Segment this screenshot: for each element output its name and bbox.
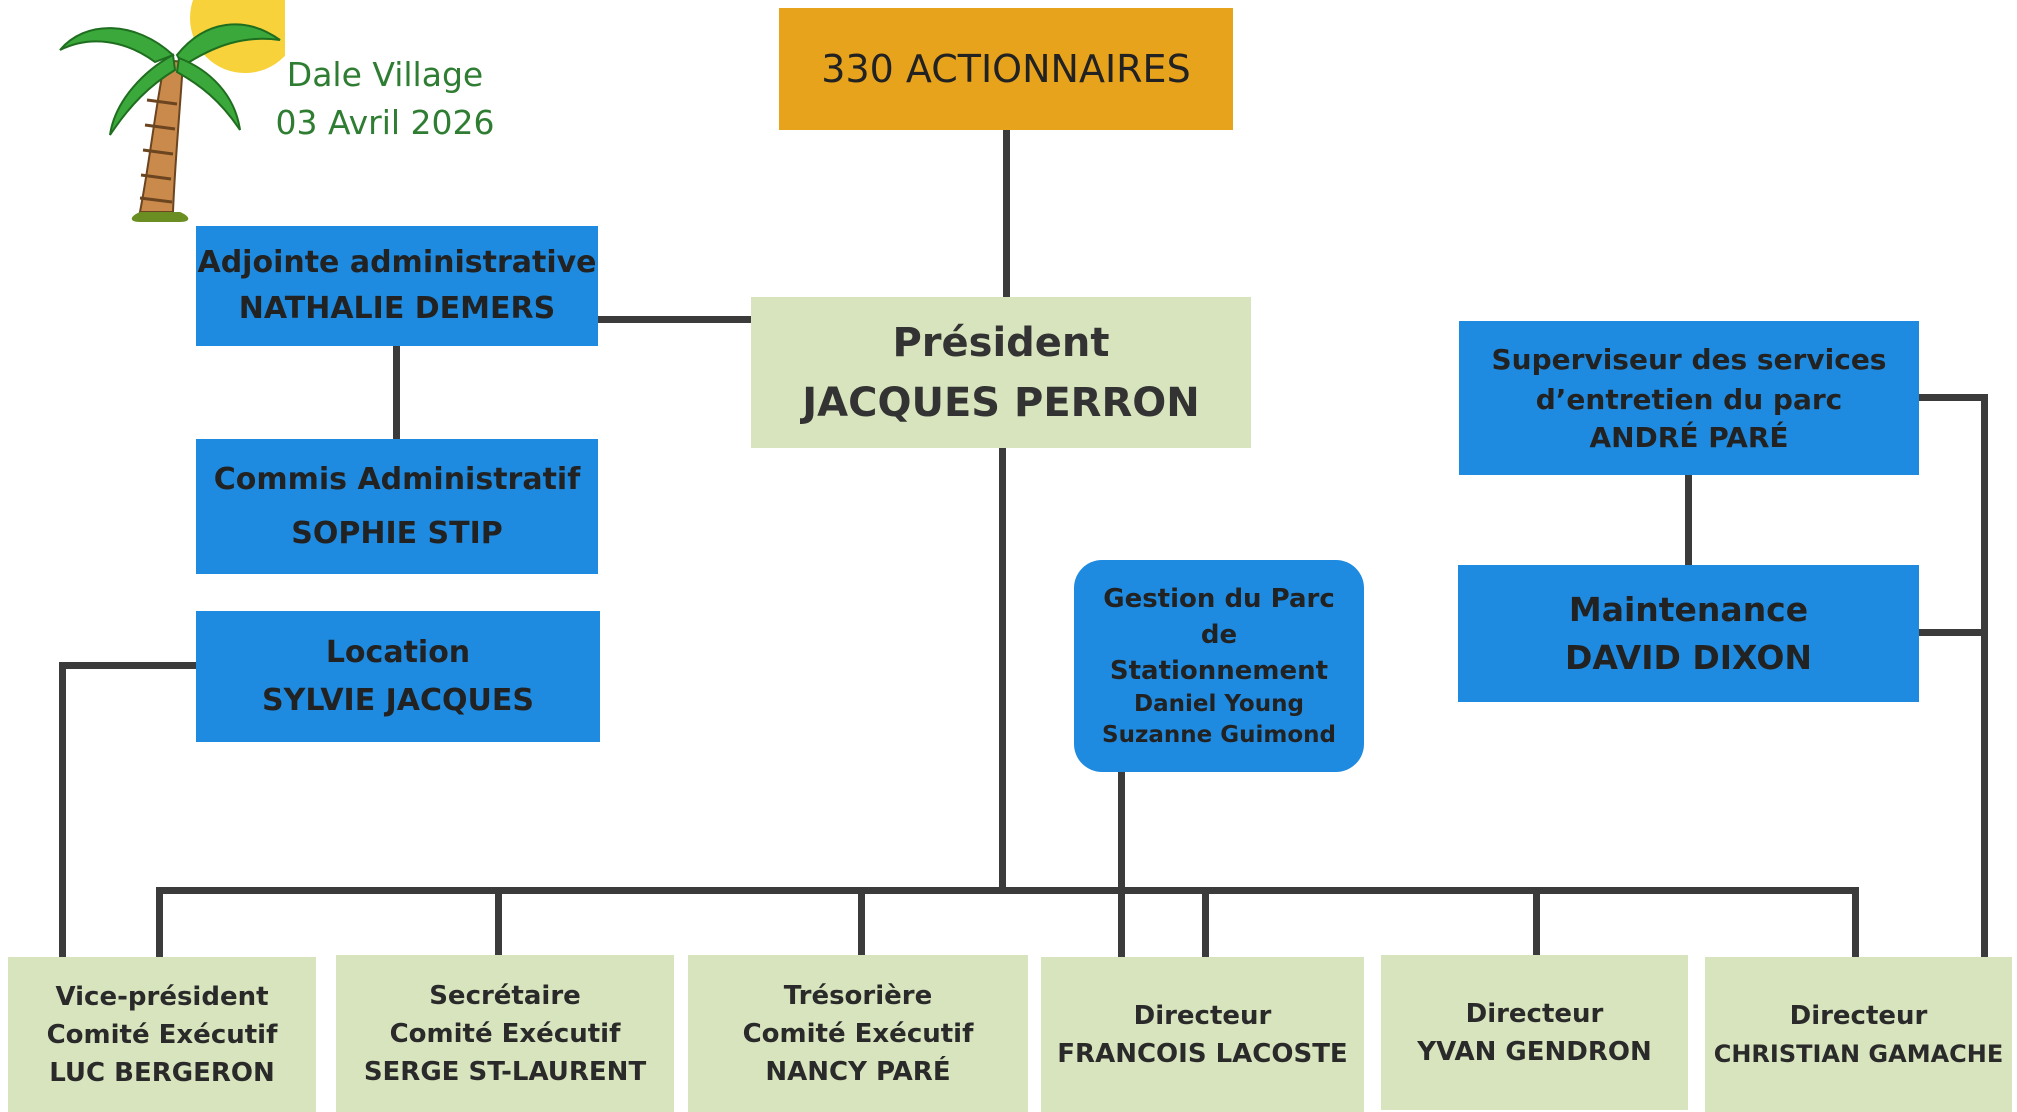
director-lacoste-box: Directeur FRANCOIS LACOSTE	[1041, 957, 1364, 1112]
header-location: Dale Village	[286, 55, 484, 94]
shareholders-box: 330 ACTIONNAIRES	[779, 8, 1233, 130]
connector-drop-4	[1202, 887, 1209, 957]
connector-top-president	[1003, 130, 1010, 297]
treasurer-line1: Trésorière	[783, 980, 933, 1011]
secretary-line1: Secrétaire	[429, 980, 581, 1011]
director-lacoste-line1: Directeur	[1133, 1000, 1272, 1031]
president-title: Président	[892, 319, 1110, 366]
parking-line1: Gestion du Parc	[1103, 584, 1335, 614]
admin-assistant-title: Adjointe administrative	[197, 245, 597, 280]
connector-drop-2	[495, 887, 502, 955]
connector-admin-clerk	[393, 345, 400, 440]
parking-line2: de	[1200, 620, 1238, 650]
director-gendron-box: Directeur YVAN GENDRON	[1381, 955, 1688, 1110]
vice-president-line1: Vice-président	[55, 981, 269, 1012]
connector-supervisor-right	[1918, 394, 1986, 401]
clerk-box: Commis Administratif SOPHIE STIP	[196, 439, 598, 574]
connector-right-down	[1981, 394, 1988, 957]
president-name: JACQUES PERRON	[802, 379, 1200, 426]
connector-drop-3	[858, 887, 865, 955]
supervisor-line2: d’entretien du parc	[1535, 383, 1843, 416]
connector-maintenance-right	[1918, 629, 1986, 636]
admin-assistant-name: NATHALIE DEMERS	[238, 291, 556, 326]
shareholders-label: 330 ACTIONNAIRES	[821, 47, 1191, 91]
connector-president-bus	[999, 448, 1006, 890]
director-lacoste-line2: FRANCOIS LACOSTE	[1057, 1038, 1348, 1069]
treasurer-box: Trésorière Comité Exécutif NANCY PARÉ	[688, 955, 1028, 1112]
director-gendron-line1: Directeur	[1465, 998, 1604, 1029]
director-gamache-line1: Directeur	[1789, 1000, 1928, 1031]
vice-president-line2: Comité Exécutif	[46, 1019, 278, 1050]
vice-president-box: Vice-président Comité Exécutif LUC BERGE…	[8, 957, 316, 1112]
supervisor-box: Superviseur des services d’entretien du …	[1459, 321, 1919, 475]
connector-parking-down	[1118, 772, 1125, 957]
rental-name: SYLVIE JACQUES	[262, 682, 534, 718]
supervisor-line1: Superviseur des services	[1491, 343, 1887, 376]
parking-box: Gestion du Parc de Stationnement Daniel …	[1074, 560, 1364, 772]
treasurer-line2: Comité Exécutif	[742, 1018, 974, 1049]
admin-assistant-box: Adjointe administrative NATHALIE DEMERS	[196, 226, 598, 346]
header-date: 03 Avril 2026	[275, 103, 495, 142]
connector-supervisor-maintenance	[1685, 475, 1692, 565]
maintenance-title: Maintenance	[1568, 589, 1809, 629]
maintenance-box: Maintenance DAVID DIXON	[1458, 565, 1919, 702]
connector-drop-5	[1533, 887, 1540, 955]
connector-rental-down	[59, 662, 66, 957]
connector-admin-president	[598, 316, 752, 323]
parking-line3: Stationnement	[1109, 656, 1329, 686]
director-gendron-line2: YVAN GENDRON	[1417, 1036, 1652, 1067]
secretary-line2: Comité Exécutif	[389, 1018, 621, 1049]
parking-name2: Suzanne Guimond	[1102, 722, 1336, 748]
vice-president-line3: LUC BERGERON	[49, 1057, 275, 1088]
treasurer-line3: NANCY PARÉ	[765, 1056, 951, 1087]
maintenance-name: DAVID DIXON	[1564, 637, 1812, 677]
president-box: Président JACQUES PERRON	[751, 297, 1251, 448]
connector-drop-1	[156, 887, 163, 957]
director-gamache-line2: CHRISTIAN GAMACHE	[1713, 1039, 2004, 1068]
supervisor-name: ANDRÉ PARÉ	[1589, 421, 1789, 454]
clerk-title: Commis Administratif	[213, 461, 581, 497]
rental-box: Location SYLVIE JACQUES	[196, 611, 600, 742]
connector-rental-left	[62, 662, 198, 669]
secretary-line3: SERGE ST-LAURENT	[363, 1056, 647, 1087]
director-gamache-box: Directeur CHRISTIAN GAMACHE	[1705, 957, 2012, 1112]
palm-tree-logo	[59, 0, 285, 222]
connector-drop-6	[1852, 887, 1859, 957]
connector-main-bus	[158, 887, 1858, 894]
parking-name1: Daniel Young	[1134, 691, 1304, 717]
clerk-name: SOPHIE STIP	[291, 515, 503, 551]
secretary-box: Secrétaire Comité Exécutif SERGE ST-LAUR…	[336, 955, 674, 1112]
rental-title: Location	[325, 634, 471, 670]
